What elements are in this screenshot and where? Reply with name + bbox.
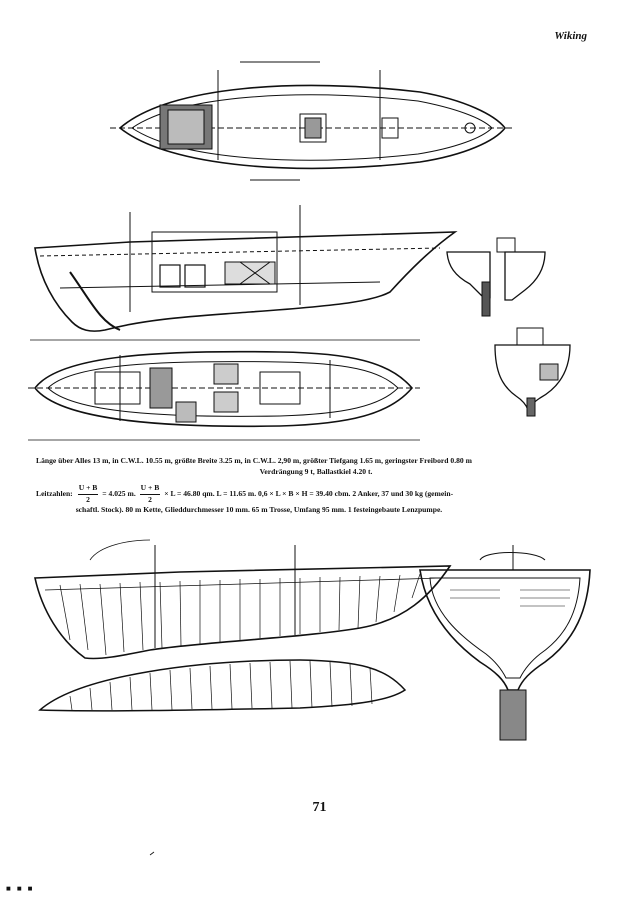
caption-line-equipment: schaftl. Stock). 80 m Kette, Glieddurchm… (75, 505, 443, 514)
profile-drawing (30, 205, 458, 341)
midship-section-drawing (419, 545, 591, 741)
caption-line-displacement: Verdrängung 9 t, Ballastkiel 4.20 t. (259, 466, 373, 476)
accommodation-plan-drawing (28, 350, 420, 441)
running-title: Wiking (554, 30, 587, 42)
fraction-1-denominator: 2 (86, 494, 90, 504)
fraction-2-numerator: U + B (139, 483, 161, 495)
construction-profile-drawing (34, 539, 452, 660)
specification-caption: Länge über Alles 13 m, in C.W.L. 10.55 m… (36, 456, 596, 516)
fraction-1-numerator: U + B (77, 483, 99, 495)
cross-sections-drawing (446, 237, 571, 417)
fraction-2: U + B 2 (139, 483, 161, 505)
leitzahlen-block: Leitzahlen: U + B 2 = 4.025 m. U + B 2 ×… (36, 483, 596, 516)
footer-mark: ■ ■ ■ (6, 884, 35, 893)
fraction-1: U + B 2 (77, 483, 99, 505)
fraction-2-denominator: 2 (148, 494, 152, 504)
formula-part-2: × L = 46.80 qm. L = 11.65 m. 0,6 × L × B… (164, 488, 454, 498)
formula-part-1: = 4.025 m. (102, 488, 136, 498)
caption-line-dimensions: Länge über Alles 13 m, in C.W.L. 10.55 m… (36, 456, 472, 465)
leitzahlen-formulas: U + B 2 = 4.025 m. U + B 2 × L = 46.80 q… (76, 483, 596, 505)
leitzahlen-label: Leitzahlen: (36, 489, 73, 498)
page-number: 71 (312, 800, 327, 815)
deck-plan-drawing (110, 61, 515, 181)
construction-plan-drawing (38, 659, 407, 712)
